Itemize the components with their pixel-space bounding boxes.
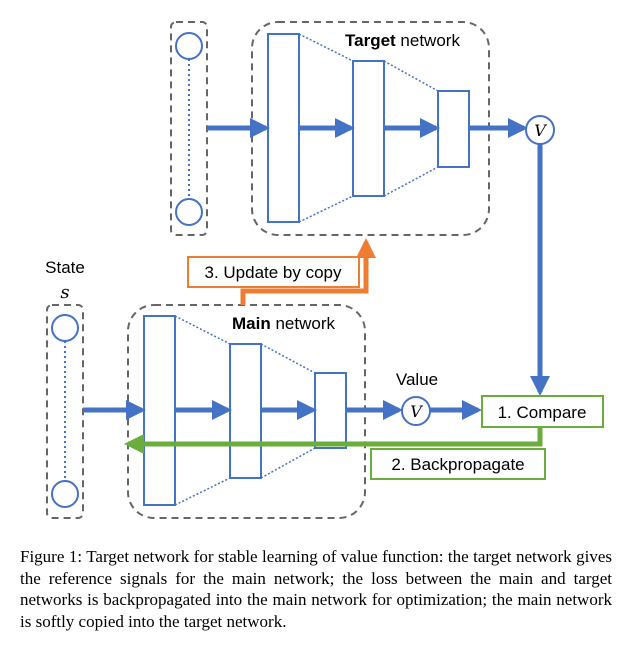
main-connector [174, 477, 231, 506]
target-network: Target network V [170, 21, 555, 396]
compare-box [481, 395, 604, 428]
main-network-label: Main network [232, 314, 335, 333]
backprop-step: 2. Backpropagate [124, 427, 546, 480]
target-layer-2 [352, 60, 385, 197]
compare-label: 1. Compare [498, 403, 587, 422]
compare-step: 1. Compare [481, 395, 604, 428]
target-input-node-bottom [175, 198, 203, 226]
target-connector [383, 166, 439, 197]
target-input-node-top [175, 32, 203, 60]
target-network-label: Target network [345, 31, 460, 50]
backprop-arrow [124, 427, 543, 454]
figure-caption: Figure 1: Target network for stable lear… [20, 547, 612, 631]
target-layer-1 [267, 33, 300, 223]
update-step: 3. Update by copy [187, 238, 376, 305]
main-layer-1 [143, 315, 176, 506]
backprop-box [370, 448, 546, 480]
main-connector [260, 343, 316, 374]
main-value-symbol: V [410, 402, 423, 421]
target-connector [298, 195, 354, 223]
main-connector [260, 447, 316, 479]
main-layer-3 [314, 372, 347, 449]
update-label: 3. Update by copy [204, 263, 342, 282]
main-layer-2 [229, 343, 262, 479]
target-layer-3 [437, 90, 470, 168]
network-diagram: Target network V State s Main network [45, 21, 604, 519]
target-connector [383, 60, 439, 92]
main-network: State s Main network Value V [45, 258, 482, 519]
update-box [187, 256, 360, 288]
main-connector [174, 315, 231, 345]
main-input-node-bottom [51, 480, 79, 508]
backprop-label: 2. Backpropagate [391, 455, 524, 474]
state-symbol: s [60, 282, 69, 303]
target-value-symbol: V [534, 121, 547, 140]
main-input-node-top [51, 314, 79, 342]
state-label: State [45, 258, 85, 277]
update-arrow [240, 238, 376, 305]
value-label: Value [396, 370, 438, 389]
